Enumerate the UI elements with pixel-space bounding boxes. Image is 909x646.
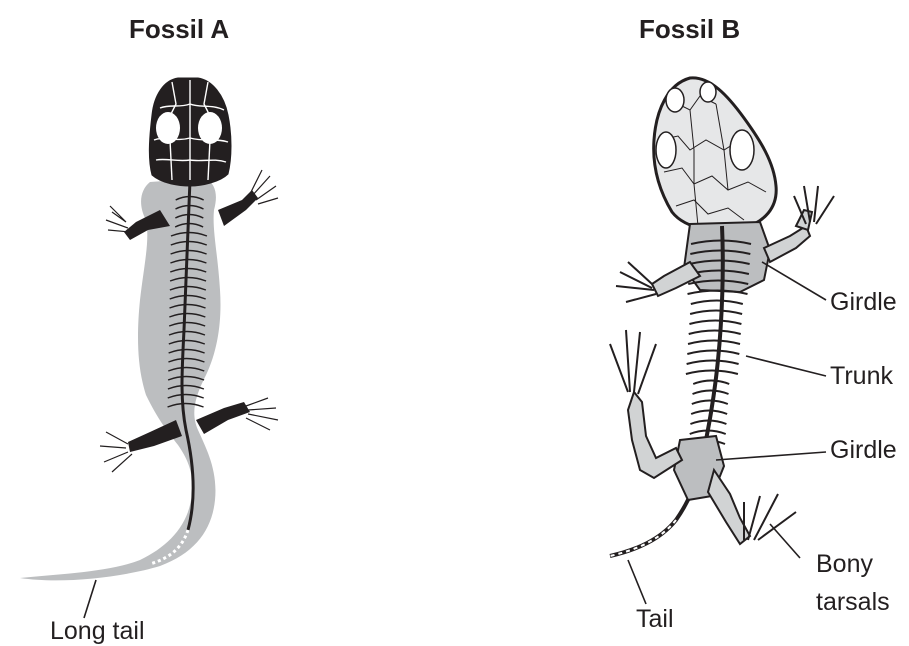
- fossil-b-eye-socket-right: [730, 130, 754, 170]
- fossil-b-rib: [688, 341, 740, 345]
- fossil-b-rib: [692, 401, 728, 405]
- fossil-b-back-girdle-label: Girdle: [830, 436, 897, 464]
- fossil-b-front-girdle-label: Girdle: [830, 288, 897, 316]
- fossil-b-rib: [693, 391, 729, 395]
- fossil-b-rib: [689, 321, 741, 325]
- fossil-b-trunk-label: Trunk: [830, 362, 893, 390]
- fossil-b-skeleton: [610, 78, 834, 604]
- fossil-b-rib: [687, 361, 739, 365]
- fossil-b-rib: [689, 331, 741, 335]
- fossil-b-tail-vertebrae: [610, 520, 676, 556]
- fossil-b-nostril-left: [666, 88, 684, 112]
- fossil-b-tarsals-label-line1: Bony: [816, 550, 873, 578]
- fossil-b-leader-lines: [628, 262, 826, 604]
- fossil-b-rib: [690, 311, 742, 315]
- fossil-b-rib: [691, 301, 743, 305]
- fossil-b-rib: [693, 381, 729, 385]
- fossil-a-skeleton: [20, 78, 278, 580]
- fossil-b-title: Fossil B: [639, 14, 740, 45]
- fossil-a-title: Fossil A: [129, 14, 229, 45]
- fossil-b-rib: [687, 351, 739, 355]
- fossil-b-tarsals-label-line2: tarsals: [816, 588, 890, 616]
- fossil-a-eye-socket-left: [156, 112, 180, 144]
- fossil-b-nostril-right: [700, 82, 716, 102]
- fossil-b-rib: [686, 371, 738, 375]
- fossil-b-eye-socket-left: [656, 132, 676, 168]
- fossil-b-tail-label: Tail: [636, 605, 674, 633]
- fossil-a-tail-leader-line: [84, 580, 96, 618]
- fossil-a-eye-socket-right: [198, 112, 222, 144]
- fossil-a-tail-label: Long tail: [50, 617, 145, 645]
